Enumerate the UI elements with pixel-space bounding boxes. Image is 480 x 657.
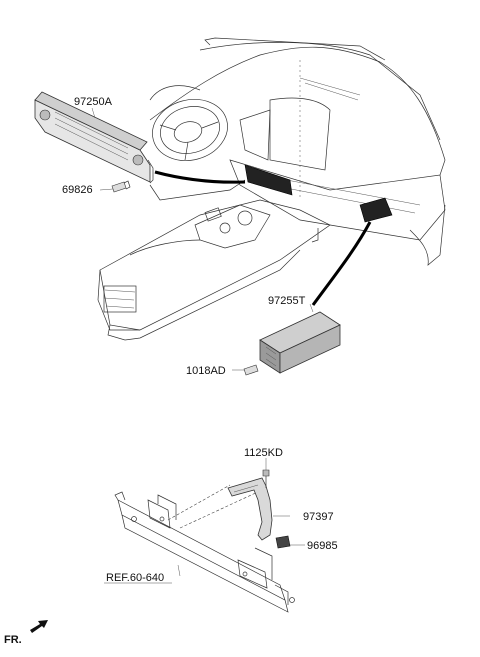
leader-lines: [91, 107, 314, 577]
dashboard-illustration: [149, 37, 446, 266]
crossbar-illustration: [114, 484, 295, 613]
fr-label: FR.: [4, 634, 22, 646]
label-96985: 96985: [307, 540, 338, 552]
label-69826: 69826: [62, 184, 93, 196]
label-97250A: 97250A: [74, 96, 113, 108]
part-97255T-unit: [259, 311, 341, 374]
screw-1018AD: [243, 364, 259, 376]
label-1018AD: 1018AD: [186, 365, 226, 377]
forward-arrow-icon: [30, 620, 48, 633]
mount-block-97255T: [359, 197, 393, 223]
label-ref: REF.60-640: [106, 572, 164, 584]
steering-wheel-illustration: [149, 85, 228, 161]
label-97255T: 97255T: [268, 295, 306, 307]
screw-69826: [111, 180, 131, 193]
clip-96985: [275, 535, 291, 549]
label-97397: 97397: [303, 511, 334, 523]
bracket-97397: [227, 477, 273, 541]
bolt-1125KD: [262, 469, 270, 488]
mount-block-97250A: [244, 164, 293, 196]
center-console-illustration: [97, 199, 331, 341]
leader-97255T: [311, 221, 372, 306]
part-97250A-unit: [34, 91, 154, 184]
label-1125KD: 1125KD: [244, 447, 283, 459]
leader-97250A: [154, 170, 246, 184]
